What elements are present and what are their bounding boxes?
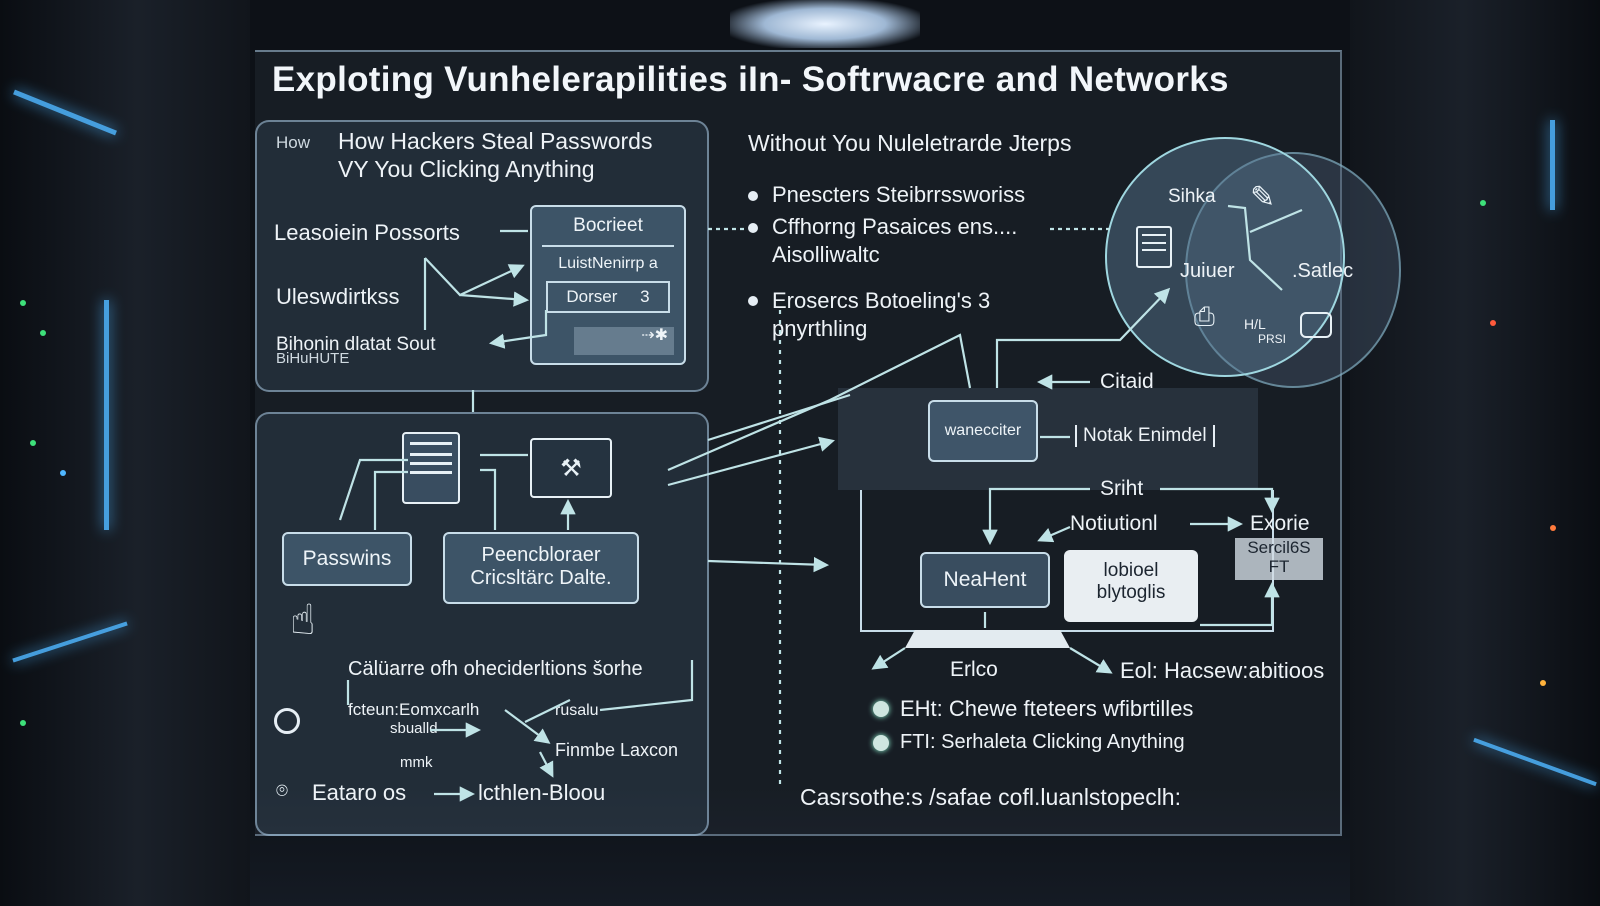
file-list-icon bbox=[1136, 226, 1172, 268]
rack-led bbox=[1490, 320, 1496, 326]
sercil-line2: FT bbox=[1268, 557, 1290, 576]
label-lcthlen: lcthlen-Bloou bbox=[478, 780, 606, 805]
peencbloraer-line2: Cricsltärc Dalte. bbox=[470, 567, 612, 589]
rack-led bbox=[30, 440, 36, 446]
floor bbox=[250, 786, 1350, 906]
label-bihuhute: BiHuHUTE bbox=[276, 350, 350, 367]
server-document-icon bbox=[402, 432, 460, 504]
neahent-box: NeaHent bbox=[920, 552, 1050, 608]
dorser-label: Dorser bbox=[566, 287, 618, 307]
panel-tag: How bbox=[276, 133, 311, 152]
label-rusalu: rusalu bbox=[555, 702, 599, 719]
server-rack-left bbox=[0, 0, 250, 906]
rack-glow-strip bbox=[104, 300, 109, 530]
label-eol: Eol: Hacsew:abitioos bbox=[1120, 658, 1325, 683]
label-exorie: Exorie bbox=[1250, 512, 1310, 535]
laptop-base-icon bbox=[905, 630, 1070, 648]
lobioel-box: lobioel blytoglis bbox=[1064, 550, 1198, 622]
panel-heading-line2: VY You Clicking Anything bbox=[338, 156, 595, 182]
lock-icon: ⌾ bbox=[276, 778, 288, 802]
bullet-2a: Cffhorng Pasaices ens.... bbox=[772, 214, 1018, 239]
circle-sihka: Sihka bbox=[1168, 186, 1216, 207]
label-mmk: mmk bbox=[400, 754, 433, 771]
rack-led bbox=[60, 470, 66, 476]
rack-led bbox=[20, 720, 26, 726]
circle-satlec: .Satlec bbox=[1292, 260, 1354, 282]
label-leasoiein: Leasoiein Possorts bbox=[274, 220, 460, 245]
circle-prsi: PRSI bbox=[1258, 332, 1287, 346]
sercil-box: Sercil6S FT bbox=[1235, 538, 1323, 580]
bocrieet-row1: LuistNenirrp a bbox=[558, 254, 658, 272]
footer-text: Casrsothe:s /safae cofl.luanlstopeclh: bbox=[800, 784, 1181, 810]
bocrieet-box: Bocrieet LuistNenirrp a Dorser 3 ⇢✱ bbox=[530, 205, 686, 365]
panel-heading-line1: How Hackers Steal Passwords bbox=[338, 128, 653, 154]
label-erlco: Erlco bbox=[950, 658, 998, 681]
list-dot bbox=[873, 701, 889, 717]
system-backplate bbox=[838, 388, 1258, 490]
bullet-2b: Aisolliwaltc bbox=[772, 242, 880, 267]
right-heading: Without You Nuleletrarde Jterps bbox=[748, 130, 1072, 156]
list-dot bbox=[873, 735, 889, 751]
card-icon bbox=[1300, 312, 1332, 338]
lobioel-line2: blytoglis bbox=[1096, 582, 1166, 603]
bocrieet-row2: Dorser 3 bbox=[546, 281, 670, 313]
label-uleswdirtkss: Uleswdirtkss bbox=[276, 284, 400, 309]
rack-led bbox=[40, 330, 46, 336]
page-title: Exploting Vunhelerapilities iIn- Softrwa… bbox=[272, 60, 1229, 99]
printer-icon: ⎙ bbox=[1194, 302, 1215, 332]
ring-icon bbox=[274, 708, 300, 734]
peencbloraer-box: Peencbloraer Cricsltärc Dalte. bbox=[443, 532, 639, 604]
bullet-1: Pnescters Steibrrssworiss bbox=[772, 182, 1026, 207]
label-sriht: Sriht bbox=[1100, 477, 1144, 500]
rack-led bbox=[1480, 200, 1486, 206]
rack-led bbox=[20, 300, 26, 306]
divider bbox=[542, 244, 674, 247]
wanecciter-box: wanecciter bbox=[928, 400, 1038, 462]
sercil-line1: Sercil6S bbox=[1247, 538, 1311, 557]
bullet-3a: Erosercs Botoeling's 3 bbox=[772, 288, 991, 313]
ceiling-light bbox=[730, 0, 920, 48]
label-notak: Notak Enimdel bbox=[1075, 425, 1215, 447]
circle-hpl: H/L bbox=[1244, 316, 1266, 332]
pen-tool-icon: ✎ bbox=[1250, 180, 1276, 215]
hand-pointer-icon: ☝ bbox=[290, 595, 316, 644]
bullet-dot bbox=[748, 296, 758, 306]
label-eataro: Eataro os bbox=[312, 780, 407, 805]
hammer-terminal-icon: ⚒ bbox=[530, 438, 612, 498]
lobioel-line1: lobioel bbox=[1103, 560, 1159, 581]
label-notiutionl: Notiutionl bbox=[1070, 512, 1158, 535]
rack-glow-strip bbox=[1550, 120, 1555, 210]
bocrieet-title: Bocrieet bbox=[573, 215, 643, 236]
credential-flow-panel bbox=[255, 412, 709, 836]
label-finmbe: Finmbe Laxcon bbox=[555, 740, 679, 760]
bullet-dot bbox=[748, 191, 758, 201]
label-citaid: Citaid bbox=[1100, 370, 1154, 393]
bullet-dot bbox=[748, 223, 758, 233]
cursor-icon: ⇢✱ bbox=[574, 327, 674, 355]
label-fcteun: fcteun:Eomxcarlh bbox=[348, 700, 480, 719]
passwins-box: Passwins bbox=[282, 532, 412, 586]
server-rack-right bbox=[1350, 0, 1600, 906]
dorser-count: 3 bbox=[640, 287, 650, 307]
list-item-2: FTI: Serhaleta Clicking Anything bbox=[900, 731, 1185, 753]
label-sbualld: sbualld bbox=[390, 720, 438, 737]
bullet-3b: pnyrthling bbox=[772, 316, 868, 341]
list-item-1: EHt: Chewe fteteers wfibrtilles bbox=[900, 696, 1194, 721]
circle-juiuer: Juiuer bbox=[1180, 260, 1235, 282]
label-bihonin: Bihonin dlatat Sout bbox=[276, 334, 436, 355]
peencbloraer-line1: Peencbloraer bbox=[481, 544, 601, 566]
rack-led bbox=[1540, 680, 1546, 686]
caption-caluarre: Cälüarre ofh oheciderltions šorhe bbox=[348, 658, 643, 680]
rack-led bbox=[1550, 525, 1556, 531]
